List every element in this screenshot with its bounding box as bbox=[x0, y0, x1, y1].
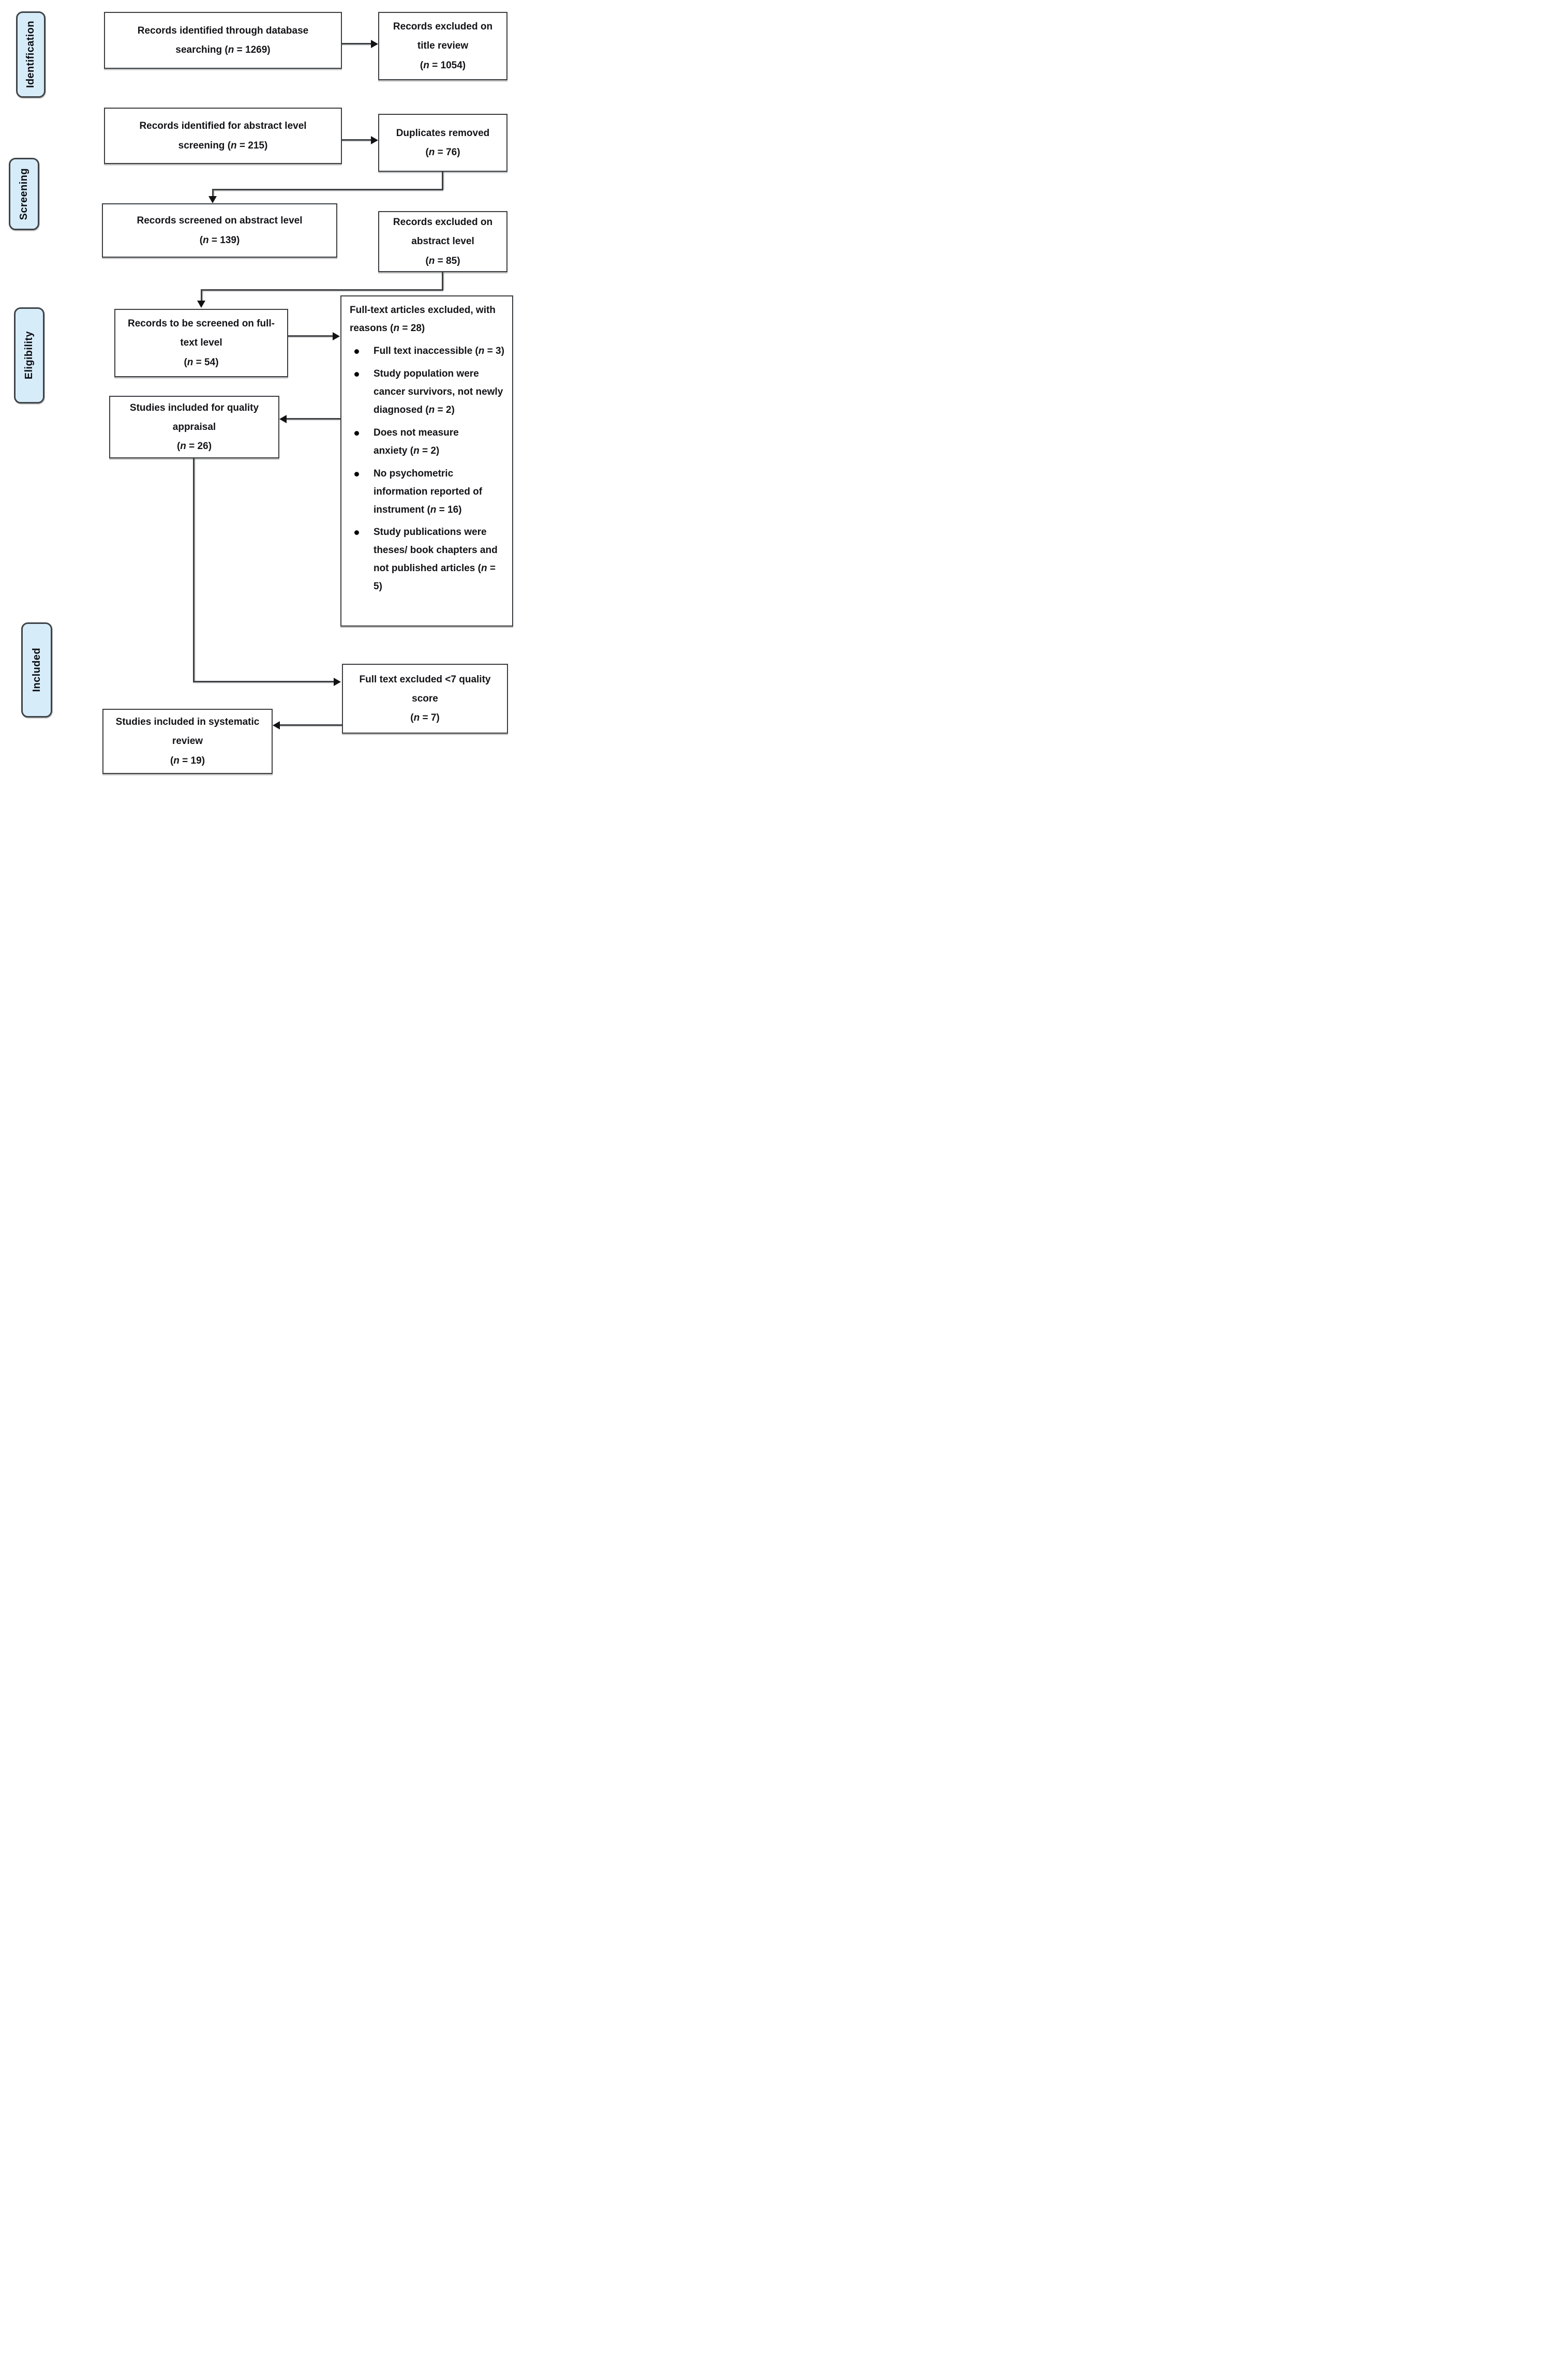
box-text: Records excluded on title review bbox=[393, 21, 493, 52]
stage-label-included: Included bbox=[21, 622, 52, 718]
n-count: (n = 7) bbox=[410, 712, 440, 724]
box-records-screened-abstract: Records screened on abstract level (n = 1… bbox=[102, 203, 337, 258]
arrowhead-down-icon bbox=[208, 196, 217, 203]
stage-label-screening: Screening bbox=[9, 158, 39, 230]
stage-label-eligibility: Eligibility bbox=[14, 307, 44, 404]
box-text: Studies included in systematic review bbox=[115, 717, 260, 747]
arrowhead-right-icon bbox=[333, 332, 340, 340]
stage-label-identification: Identification bbox=[16, 11, 46, 98]
connector-reasons-to-quality bbox=[286, 418, 340, 420]
connector-duplicates-drop bbox=[212, 190, 214, 197]
exclusion-reasons-list: Full text inaccessible (n = 3) Study popu… bbox=[350, 338, 506, 596]
box-records-identified-abstract-screening: Records identified for abstract level sc… bbox=[104, 108, 342, 164]
box-text: Duplicates removed bbox=[396, 127, 490, 139]
n-count: (n = 1054) bbox=[420, 59, 466, 71]
box-text: Records excluded on abstract level bbox=[393, 217, 493, 247]
n-count: (n = 26) bbox=[176, 441, 212, 452]
stage-label-text: Included bbox=[31, 648, 42, 692]
connector-quality-across bbox=[193, 681, 335, 682]
prisma-flow-diagram: Identification Screening Eligibility Inc… bbox=[0, 0, 522, 789]
n-count: (n = 139) bbox=[199, 234, 240, 246]
box-studies-quality-appraisal: Studies included for quality appraisal (n… bbox=[109, 396, 279, 458]
box-records-identified-database: Records identified through database sear… bbox=[104, 12, 342, 69]
connector-excluded-to-included bbox=[279, 724, 342, 726]
arrowhead-left-icon bbox=[273, 721, 280, 729]
box-text: Records screened on abstract level bbox=[137, 215, 303, 227]
exclusion-reason-item: No psychometric information reported of … bbox=[350, 465, 506, 519]
connector-abstract-to-duplicates bbox=[342, 139, 372, 141]
n-count: (n = 215) bbox=[227, 140, 268, 151]
arrowhead-down-icon bbox=[197, 301, 205, 308]
connector-duplicates-down bbox=[442, 172, 443, 190]
n-count: (n = 76) bbox=[425, 147, 460, 158]
exclusion-reasons-heading: Full-text articles excluded, with reason… bbox=[350, 302, 506, 338]
stage-label-text: Screening bbox=[18, 168, 29, 220]
n-count: (n = 54) bbox=[184, 356, 219, 368]
connector-quality-down bbox=[193, 458, 195, 682]
arrowhead-right-icon bbox=[371, 136, 378, 144]
stage-label-text: Eligibility bbox=[23, 331, 35, 380]
n-count: (n = 19) bbox=[170, 755, 205, 766]
n-count: (n = 5) bbox=[374, 563, 496, 592]
connector-abstract-excluded-drop bbox=[201, 290, 202, 302]
box-records-fulltext-screening: Records to be screened on full-text leve… bbox=[114, 309, 288, 377]
n-count: (n = 1269) bbox=[225, 44, 271, 55]
connector-db-to-title-excluded bbox=[342, 43, 372, 44]
box-text: Records identified for abstract level sc… bbox=[139, 121, 307, 151]
arrowhead-right-icon bbox=[371, 40, 378, 48]
n-count: (n = 28) bbox=[390, 322, 425, 334]
exclusion-reason-item: Does not measure anxiety (n = 2) bbox=[350, 424, 506, 460]
box-duplicates-removed: Duplicates removed (n = 76) bbox=[378, 114, 507, 172]
box-text: Records to be screened on full-text leve… bbox=[128, 318, 275, 349]
box-records-excluded-abstract: Records excluded on abstract level (n = 8… bbox=[378, 211, 507, 272]
box-text: Records identified through database sear… bbox=[137, 25, 309, 55]
box-fulltext-excluded-quality-score: Full text excluded <7 quality score (n = … bbox=[342, 664, 508, 734]
box-text: Studies included for quality appraisal bbox=[129, 402, 259, 433]
n-count: (n = 2) bbox=[425, 404, 455, 415]
connector-duplicates-across bbox=[212, 189, 443, 190]
box-records-excluded-title-review: Records excluded on title review (n = 105… bbox=[378, 12, 507, 80]
n-count: (n = 2) bbox=[410, 445, 440, 456]
arrowhead-left-icon bbox=[279, 415, 287, 423]
connector-abstract-excluded-across bbox=[201, 289, 443, 291]
box-studies-included-review: Studies included in systematic review (n … bbox=[102, 709, 273, 774]
n-count: (n = 16) bbox=[427, 504, 462, 515]
box-text: Full text excluded <7 quality score bbox=[359, 674, 491, 704]
n-count: (n = 85) bbox=[425, 255, 460, 266]
box-fulltext-articles-excluded: Full-text articles excluded, with reason… bbox=[340, 295, 513, 627]
box-text: Full-text articles excluded, with reason… bbox=[350, 305, 496, 334]
connector-abstract-excluded-down bbox=[442, 272, 443, 290]
arrowhead-right-icon bbox=[334, 678, 341, 686]
exclusion-reason-item: Full text inaccessible (n = 3) bbox=[350, 342, 506, 361]
n-count: (n = 3) bbox=[475, 345, 504, 356]
connector-fulltext-to-reasons bbox=[288, 335, 334, 337]
exclusion-reason-item: Study publications were theses/ book cha… bbox=[350, 524, 506, 596]
stage-label-text: Identification bbox=[25, 21, 36, 88]
exclusion-reason-item: Study population were cancer survivors, … bbox=[350, 365, 506, 420]
